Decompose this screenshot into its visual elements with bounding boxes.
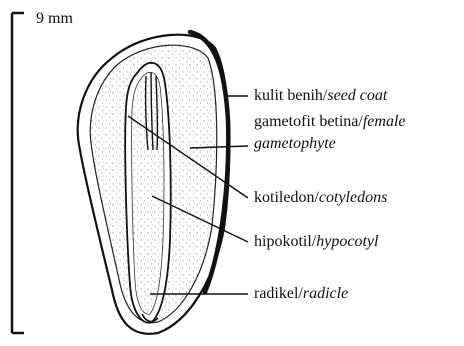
label-seed-coat: kulit benih/seed coat <box>254 86 387 106</box>
label-female-gametophyte-line2: gametophyte <box>254 134 336 154</box>
embryo-inner-outline <box>132 72 164 314</box>
hypocotyl-english-text: hypocotyl <box>316 233 378 250</box>
gametophyte-english-line1: female <box>363 113 406 130</box>
scale-bracket <box>12 13 24 333</box>
scale-label: 9 mm <box>36 10 73 28</box>
label-female-gametophyte: gametofit betina/female <box>254 112 406 132</box>
cotyledons-local-text: kotiledon <box>254 189 314 206</box>
gametophyte-english-line2: gametophyte <box>254 135 336 152</box>
label-radicle: radikel/radicle <box>254 284 348 304</box>
label-cotyledons: kotiledon/cotyledons <box>254 188 387 208</box>
seed-coat-local-text: kulit benih <box>254 87 323 104</box>
seed-coat-english-text: seed coat <box>327 87 387 104</box>
cotyledons-english-text: cotyledons <box>319 189 387 206</box>
label-hypocotyl: hipokotil/hypocotyl <box>254 232 378 252</box>
gametophyte-local-text: gametofit betina <box>254 113 358 130</box>
radicle-local-text: radikel <box>254 285 298 302</box>
hypocotyl-local-text: hipokotil <box>254 233 312 250</box>
radicle-english-text: radicle <box>303 285 348 302</box>
